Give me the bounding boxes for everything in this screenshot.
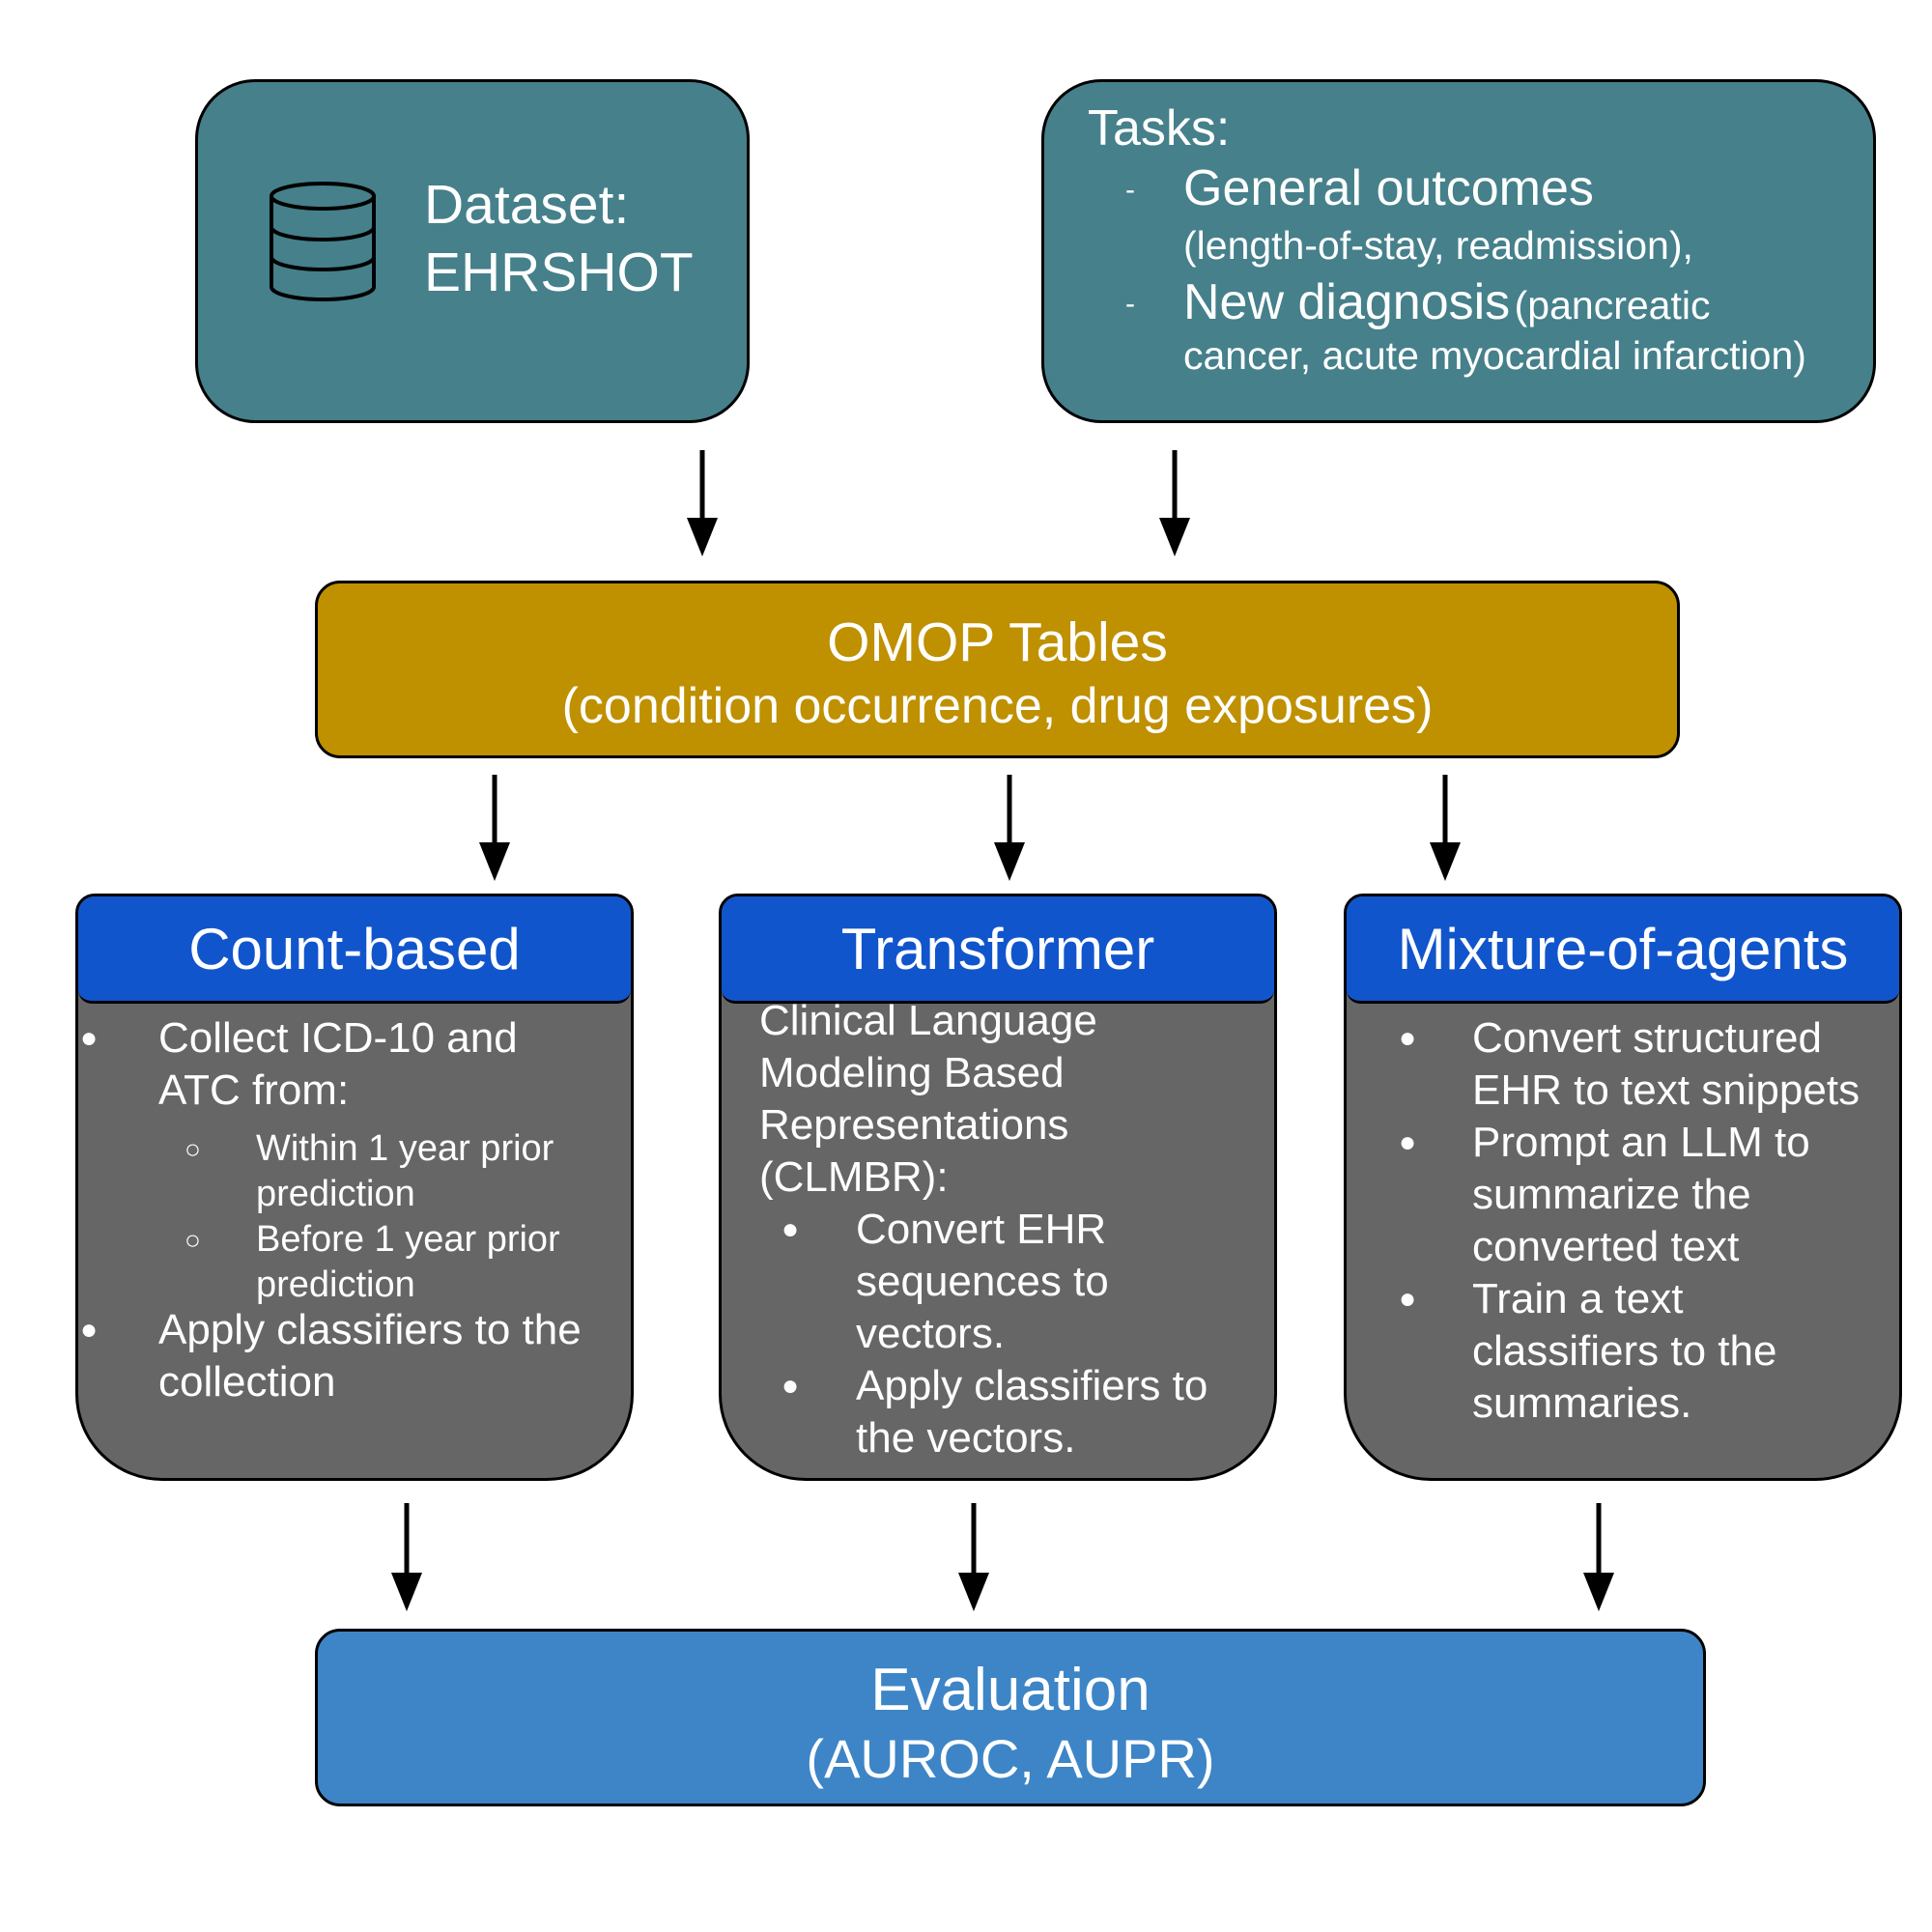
- count-based-sub-bullet-2: Before 1 year prior prediction: [256, 1219, 560, 1305]
- sub-bullet: ○: [185, 1134, 201, 1164]
- tasks-box: Tasks: - General outcomes (length-of-sta…: [1041, 79, 1876, 423]
- arrow-count-based-to-evaluation: [391, 1503, 422, 1611]
- dataset-box: Dataset: EHRSHOT: [195, 79, 750, 423]
- count-based-card: Count-based ● Collect ICD-10 and ATC fro…: [75, 894, 634, 1481]
- tasks-item-new-diagnosis-detail-a: (pancreatic: [1514, 283, 1711, 327]
- count-based-sub-bullet-1: Within 1 year prior prediction: [256, 1128, 554, 1214]
- arrow-tasks-to-omop: [1159, 450, 1190, 556]
- tasks-item-new-diagnosis: New diagnosis (pancreatic: [1183, 273, 1710, 334]
- bullet: ●: [781, 1213, 800, 1245]
- omop-title: OMOP Tables: [827, 611, 1168, 673]
- transformer-intro: Clinical Language Modeling Based Represe…: [759, 997, 1097, 1201]
- transformer-bullet-2: Apply classifiers to the vectors.: [856, 1362, 1208, 1462]
- tasks-item-general-outcomes-detail: (length-of-stay, readmission),: [1183, 223, 1693, 268]
- evaluation-subtitle: (AUROC, AUPR): [806, 1728, 1215, 1789]
- tasks-item-new-diagnosis-detail-b: cancer, acute myocardial infarction): [1183, 333, 1806, 378]
- count-based-bullet-2: Apply classifiers to the collection: [158, 1306, 582, 1406]
- bullet: ●: [1399, 1022, 1417, 1054]
- mixture-bullet-1: Convert structured EHR to text snippets: [1472, 1014, 1861, 1114]
- transformer-bullet-1: Convert EHR sequences to vectors.: [856, 1206, 1109, 1357]
- tasks-item-general-outcomes: General outcomes: [1183, 160, 1594, 216]
- transformer-title: Transformer: [722, 896, 1274, 1004]
- arrow-omop-to-count-based: [479, 775, 510, 881]
- bullet: ●: [1399, 1126, 1417, 1158]
- mixture-bullet-3: Train a text classifiers to the summarie…: [1472, 1275, 1777, 1427]
- bullet: ●: [781, 1370, 800, 1402]
- count-based-bullet-1: Collect ICD-10 and ATC from:: [158, 1014, 518, 1114]
- tasks-item-new-diagnosis-main: New diagnosis: [1183, 274, 1511, 330]
- arrow-omop-to-mixture: [1430, 775, 1461, 881]
- evaluation-title: Evaluation: [870, 1657, 1151, 1723]
- tasks-dash-2: -: [1125, 288, 1135, 320]
- arrow-dataset-to-omop: [687, 450, 718, 556]
- mixture-of-agents-card: Mixture-of-agents ● Convert structured E…: [1344, 894, 1902, 1481]
- evaluation-box: Evaluation (AUROC, AUPR): [315, 1629, 1706, 1806]
- database-icon: [268, 181, 378, 307]
- mixture-bullet-2: Prompt an LLM to summarize the converted…: [1472, 1119, 1810, 1270]
- bullet: ●: [80, 1022, 99, 1054]
- bullet: ●: [80, 1314, 99, 1346]
- count-based-title: Count-based: [78, 896, 631, 1004]
- count-based-body: ● Collect ICD-10 and ATC from: ○ Within …: [78, 1001, 631, 1478]
- bullet: ●: [1399, 1283, 1417, 1315]
- arrow-omop-to-transformer: [994, 775, 1025, 881]
- dataset-label: Dataset: EHRSHOT: [424, 174, 694, 303]
- arrow-transformer-to-evaluation: [958, 1503, 989, 1611]
- transformer-body: Clinical Language Modeling Based Represe…: [722, 997, 1274, 1478]
- tasks-dash-1: -: [1125, 174, 1135, 206]
- omop-subtitle: (condition occurrence, drug exposures): [561, 678, 1434, 734]
- tasks-title: Tasks:: [1088, 100, 1231, 156]
- mixture-of-agents-body: ● Convert structured EHR to text snippet…: [1347, 1001, 1899, 1478]
- transformer-card: Transformer Clinical Language Modeling B…: [719, 894, 1277, 1481]
- mixture-of-agents-title: Mixture-of-agents: [1347, 896, 1899, 1004]
- arrow-mixture-to-evaluation: [1583, 1503, 1614, 1611]
- sub-bullet: ○: [185, 1225, 201, 1255]
- omop-tables-box: OMOP Tables (condition occurrence, drug …: [315, 581, 1680, 758]
